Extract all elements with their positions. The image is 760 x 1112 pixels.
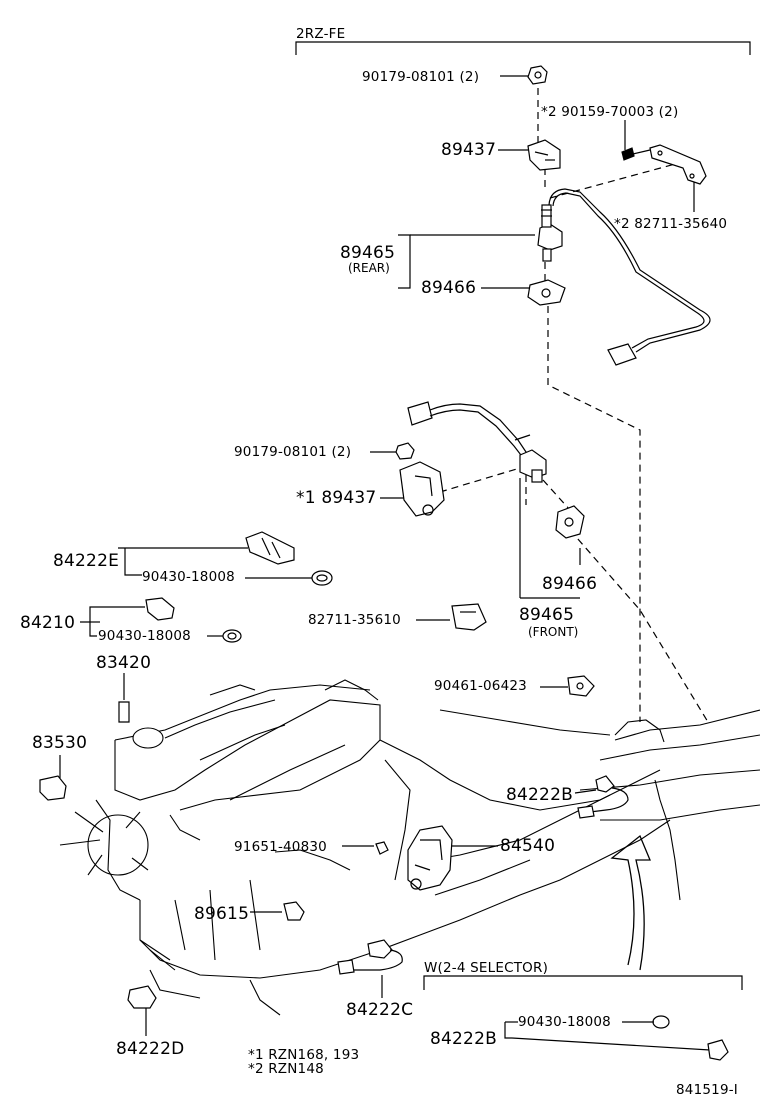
diagram-id: 841519-I xyxy=(676,1082,738,1098)
selector-bracket xyxy=(423,975,743,1061)
selector-header: W(2-4 SELECTOR) xyxy=(424,960,549,976)
bolt-top xyxy=(527,65,548,85)
insulator-top xyxy=(527,139,561,171)
part-91651-40830: 91651-40830 xyxy=(234,839,327,855)
part-89465-rear: 89465 xyxy=(340,243,396,263)
insulator-mid xyxy=(380,461,445,517)
switch-84222D xyxy=(127,985,157,1036)
part-89466-front: 89466 xyxy=(542,574,598,594)
part-84222B-selector: 84222B xyxy=(430,1029,497,1049)
dash-lines xyxy=(439,88,709,723)
part-89465-front-note: (FRONT) xyxy=(528,625,579,639)
leaders-front xyxy=(519,478,581,599)
part-84222E: 84222E xyxy=(53,551,120,571)
part-84540: 84540 xyxy=(500,836,556,856)
footnote-1: *1 RZN168, 193 xyxy=(248,1047,360,1063)
part-89465-rear-note: (REAR) xyxy=(348,261,390,275)
bracket-top-right xyxy=(621,144,707,185)
part-89466-top: 89466 xyxy=(421,278,477,298)
switch-84540 xyxy=(342,825,498,891)
sensor-rear xyxy=(537,188,711,366)
part-89615: 89615 xyxy=(194,904,250,924)
part-84222D: 84222D xyxy=(116,1039,185,1059)
part-90159-70003: *2 90159-70003 (2) xyxy=(541,104,679,120)
part-82711-35610: 82711-35610 xyxy=(308,612,401,628)
part-89437-mid: *1 89437 xyxy=(296,488,377,508)
sensor-front xyxy=(407,401,547,483)
sender-83420 xyxy=(118,673,130,723)
part-84210: 84210 xyxy=(20,613,76,633)
part-89437-top: 89437 xyxy=(441,140,497,160)
switch-83530 xyxy=(39,755,67,801)
bolt-mid xyxy=(370,442,415,460)
part-84222B-trans: 84222B xyxy=(506,785,573,805)
engine-variant-header: 2RZ-FE xyxy=(296,26,346,42)
footnote-2: *2 RZN148 xyxy=(248,1061,324,1077)
part-90430-18008-b: 90430-18008 xyxy=(98,628,191,644)
gasket-front xyxy=(555,505,585,539)
switch-84222E xyxy=(118,531,333,586)
part-84222C: 84222C xyxy=(346,1000,414,1020)
engine-variant-bracket xyxy=(295,41,751,55)
switch-84222B-trans xyxy=(574,775,629,819)
bracket-82711-35610 xyxy=(416,603,487,631)
part-90179-08101-top: 90179-08101 (2) xyxy=(362,69,480,85)
part-90461-06423: 90461-06423 xyxy=(434,678,527,694)
part-90179-08101-mid: 90179-08101 (2) xyxy=(234,444,352,460)
sensor-89615 xyxy=(250,901,305,921)
part-83420: 83420 xyxy=(96,653,152,673)
part-90430-18008-a: 90430-18008 xyxy=(142,569,235,585)
switch-84222C xyxy=(337,939,403,998)
part-89465-front: 89465 xyxy=(519,605,575,625)
gasket-rear xyxy=(527,279,566,306)
part-82711-35640: *2 82711-35640 xyxy=(614,216,728,232)
part-83530: 83530 xyxy=(32,733,88,753)
direction-arrow xyxy=(610,834,651,971)
switch-84210 xyxy=(80,597,242,643)
part-90430-18008-c: 90430-18008 xyxy=(518,1014,611,1030)
clamp-90461 xyxy=(540,675,595,697)
leader-lines-top xyxy=(398,75,695,289)
